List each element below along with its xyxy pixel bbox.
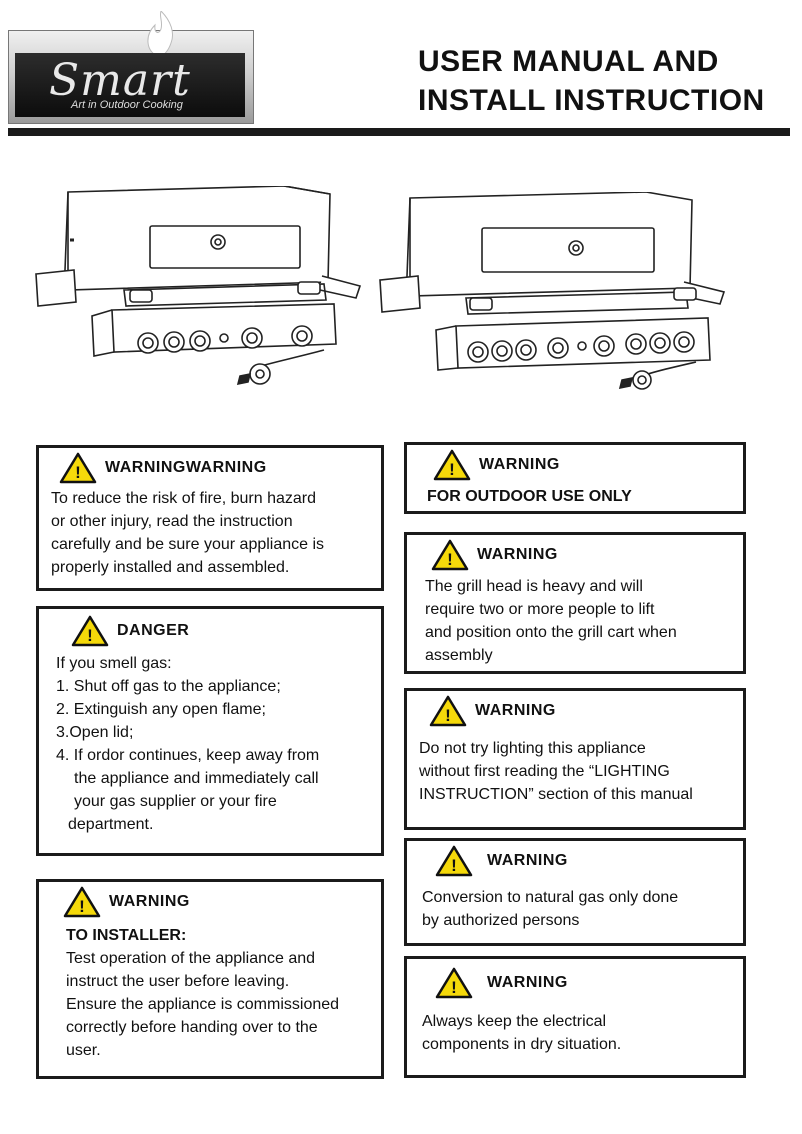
notice-line: To reduce the risk of fire, burn hazard	[51, 490, 317, 507]
notice-line: Do not try lighting this appliance	[419, 740, 646, 757]
notice-line: Always keep the electrical	[422, 1013, 607, 1030]
notice-body: The grill head is heavy and will require…	[425, 575, 677, 667]
notice-danger-gas: ! DANGER If you smell gas: 1. Shut off g…	[36, 606, 384, 856]
warning-triangle-icon: !	[435, 967, 473, 999]
notice-line: 2. Extinguish any open flame;	[56, 701, 266, 718]
warning-triangle-icon: !	[63, 886, 101, 918]
notice-label: WARNING	[475, 702, 556, 719]
flame-icon	[147, 11, 174, 58]
warning-triangle-icon: !	[429, 695, 467, 727]
notice-line: Conversion to natural gas only done	[422, 889, 679, 906]
logo-plate: Smart Art in Outdoor Cooking	[15, 53, 245, 117]
notice-lighting: ! WARNING Do not try lighting this appli…	[404, 688, 746, 830]
svg-text:!: !	[451, 978, 457, 997]
notice-conversion-header: ! WARNING	[435, 845, 568, 877]
notice-body: Do not try lighting this appliance witho…	[419, 737, 693, 806]
warning-triangle-icon: !	[59, 452, 97, 484]
notice-line: without first reading the “LIGHTING	[419, 763, 670, 780]
notice-line: If you smell gas:	[56, 655, 172, 672]
notice-label: WARNING	[477, 546, 558, 563]
page-title: USER MANUAL AND INSTALL INSTRUCTION	[418, 42, 765, 120]
notice-fire-risk: ! WARNINGWARNING To reduce the risk of f…	[36, 445, 384, 591]
notice-body: Always keep the electrical components in…	[422, 1010, 621, 1056]
svg-text:!: !	[449, 460, 455, 479]
warning-triangle-icon: !	[71, 615, 109, 647]
title-line-1: USER MANUAL AND	[418, 45, 719, 78]
svg-text:!: !	[451, 856, 457, 875]
warning-triangle-icon: !	[435, 845, 473, 877]
notice-body: Conversion to natural gas only done by a…	[422, 886, 678, 932]
notice-line: the appliance and immediately call	[74, 770, 319, 787]
grill-illustration-4-burner	[35, 186, 362, 386]
notice-line: user.	[66, 1042, 101, 1059]
grill-illustration-6-burner	[379, 192, 726, 390]
brand-logo: Smart Art in Outdoor Cooking	[8, 11, 254, 124]
notice-danger-header: ! DANGER	[71, 615, 189, 647]
notice-line: Ensure the appliance is commissioned	[66, 996, 340, 1013]
notice-line: instruct the user before leaving.	[66, 973, 290, 990]
notice-line: INSTRUCTION” section of this manual	[419, 786, 693, 803]
notice-line: require two or more people to lift	[425, 601, 655, 618]
notice-line: by authorized persons	[422, 912, 580, 929]
notice-label: WARNING	[479, 456, 560, 473]
notice-electrical: ! WARNING Always keep the electrical com…	[404, 956, 746, 1078]
warning-triangle-icon: !	[433, 449, 471, 481]
notice-line: your gas supplier or your fire	[74, 793, 277, 810]
notice-line: 3.Open lid;	[56, 724, 134, 741]
warning-triangle-icon: !	[431, 539, 469, 571]
notice-label: WARNING	[487, 974, 568, 991]
notice-line: 1. Shut off gas to the appliance;	[56, 678, 281, 695]
notice-gas-conversion: ! WARNING Conversion to natural gas only…	[404, 838, 746, 946]
notice-line: 4. If ordor continues, keep away from	[56, 747, 320, 764]
notice-line: components in dry situation.	[422, 1036, 622, 1053]
notice-subhead: TO INSTALLER:	[66, 927, 187, 944]
notice-body: To reduce the risk of fire, burn hazard …	[51, 487, 324, 579]
notice-body: If you smell gas: 1. Shut off gas to the…	[56, 652, 319, 836]
notice-line: or other injury, read the instruction	[51, 513, 293, 530]
notice-heavy-lift: ! WARNING The grill head is heavy and wi…	[404, 532, 746, 674]
notice-line: and position onto the grill cart when	[425, 624, 677, 641]
notice-line: The grill head is heavy and will	[425, 578, 643, 595]
notice-line: assembly	[425, 647, 493, 664]
notice-outdoor-use: ! WARNING FOR OUTDOOR USE ONLY	[404, 442, 746, 514]
notice-heavy-header: ! WARNING	[431, 539, 558, 571]
logo-script: Smart	[49, 55, 191, 106]
notice-fire-risk-header: ! WARNINGWARNING	[59, 452, 267, 484]
notice-label: WARNINGWARNING	[105, 459, 267, 476]
svg-text:!: !	[79, 897, 85, 916]
svg-text:!: !	[87, 626, 93, 645]
notice-outdoor-header: ! WARNING	[433, 449, 560, 481]
notice-line: department.	[68, 816, 154, 833]
notice-lighting-header: ! WARNING	[429, 695, 556, 727]
svg-text:!: !	[447, 550, 453, 569]
notice-body: TO INSTALLER: Test operation of the appl…	[66, 924, 339, 1062]
notice-line: correctly before handing over to the	[66, 1019, 318, 1036]
notice-installer-header: ! WARNING	[63, 886, 190, 918]
svg-text:!: !	[445, 706, 451, 725]
notice-label: WARNING	[487, 852, 568, 869]
header-rule	[8, 128, 790, 136]
title-line-2: INSTALL INSTRUCTION	[418, 84, 765, 117]
notice-line: FOR OUTDOOR USE ONLY	[427, 488, 632, 505]
svg-text:!: !	[75, 463, 81, 482]
logo-tagline: Art in Outdoor Cooking	[71, 99, 183, 111]
notice-label: WARNING	[109, 893, 190, 910]
notice-installer: ! WARNING TO INSTALLER: Test operation o…	[36, 879, 384, 1079]
notice-label: DANGER	[117, 622, 190, 639]
notice-line: properly installed and assembled.	[51, 559, 290, 576]
notice-body: FOR OUTDOOR USE ONLY	[427, 485, 632, 508]
notice-line: carefully and be sure your appliance is	[51, 536, 325, 553]
notice-electrical-header: ! WARNING	[435, 967, 568, 999]
notice-line: Test operation of the appliance and	[66, 950, 316, 967]
